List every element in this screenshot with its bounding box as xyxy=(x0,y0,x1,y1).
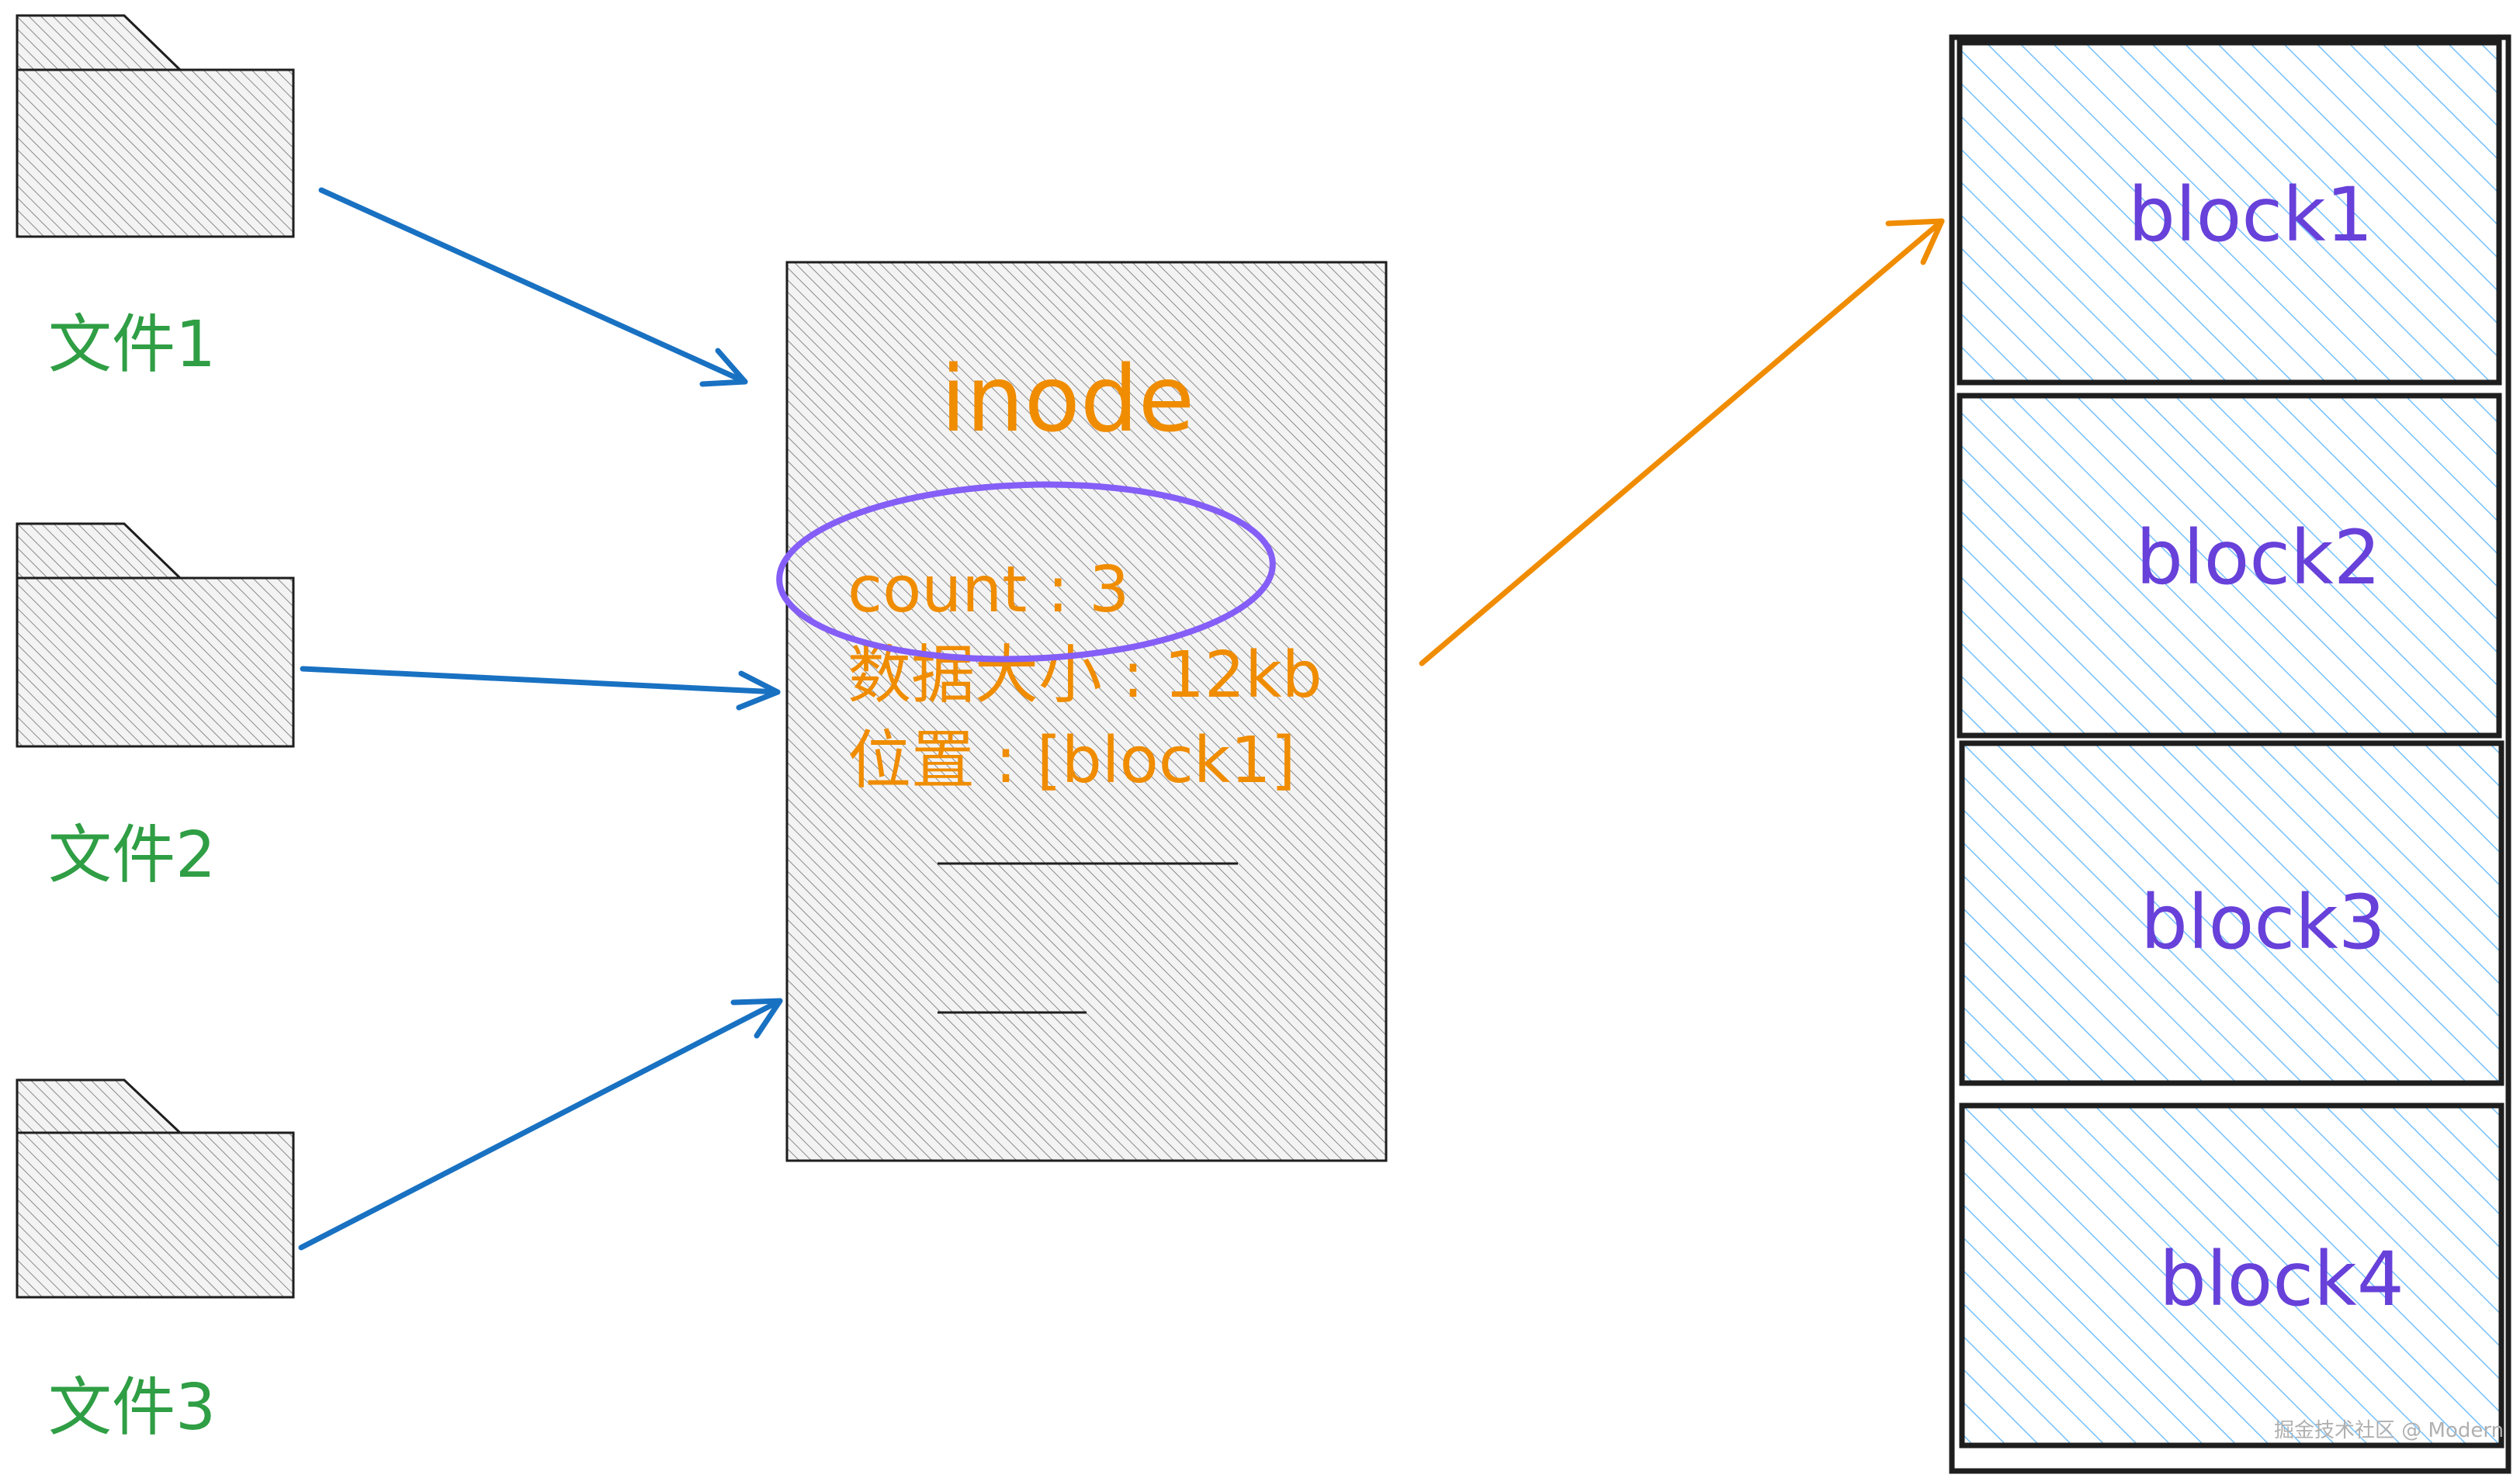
inode-to-block1-arrow xyxy=(1419,218,1945,666)
block-2 xyxy=(1957,393,2502,739)
watermark: 掘金技术社区 @ Modern xyxy=(2274,1419,2504,1442)
folder-icon-3 xyxy=(16,1078,295,1299)
inode-field-count: count : 3 xyxy=(848,553,1129,627)
file2-to-inode-arrow xyxy=(300,666,781,711)
file-label-1: 文件1 xyxy=(48,308,216,382)
block-3 xyxy=(1959,740,2504,1086)
file-label-3: 文件3 xyxy=(48,1371,216,1445)
inode-field-size: 数据大小 : 12kb xyxy=(848,639,1322,712)
inode-box xyxy=(785,261,1388,1162)
block-storage xyxy=(1949,34,2511,1474)
folder-icon-2 xyxy=(16,522,295,748)
file1-to-inode-arrow xyxy=(318,187,748,387)
count-highlight-ellipse xyxy=(776,481,1276,663)
inode-field-location: 位置 : [block1] xyxy=(848,724,1295,798)
folder-icon-1 xyxy=(16,14,295,238)
file-label-2: 文件2 xyxy=(48,819,216,892)
block-4-label: block4 xyxy=(2159,1236,2404,1323)
block-2-label: block2 xyxy=(2136,514,2381,601)
block-3-label: block3 xyxy=(2140,879,2386,966)
block-1-label: block1 xyxy=(2128,171,2373,258)
block-4 xyxy=(1959,1102,2504,1449)
file3-to-inode-arrow xyxy=(298,998,783,1251)
inode-title: inode xyxy=(941,345,1194,452)
block-1 xyxy=(1957,40,2502,386)
